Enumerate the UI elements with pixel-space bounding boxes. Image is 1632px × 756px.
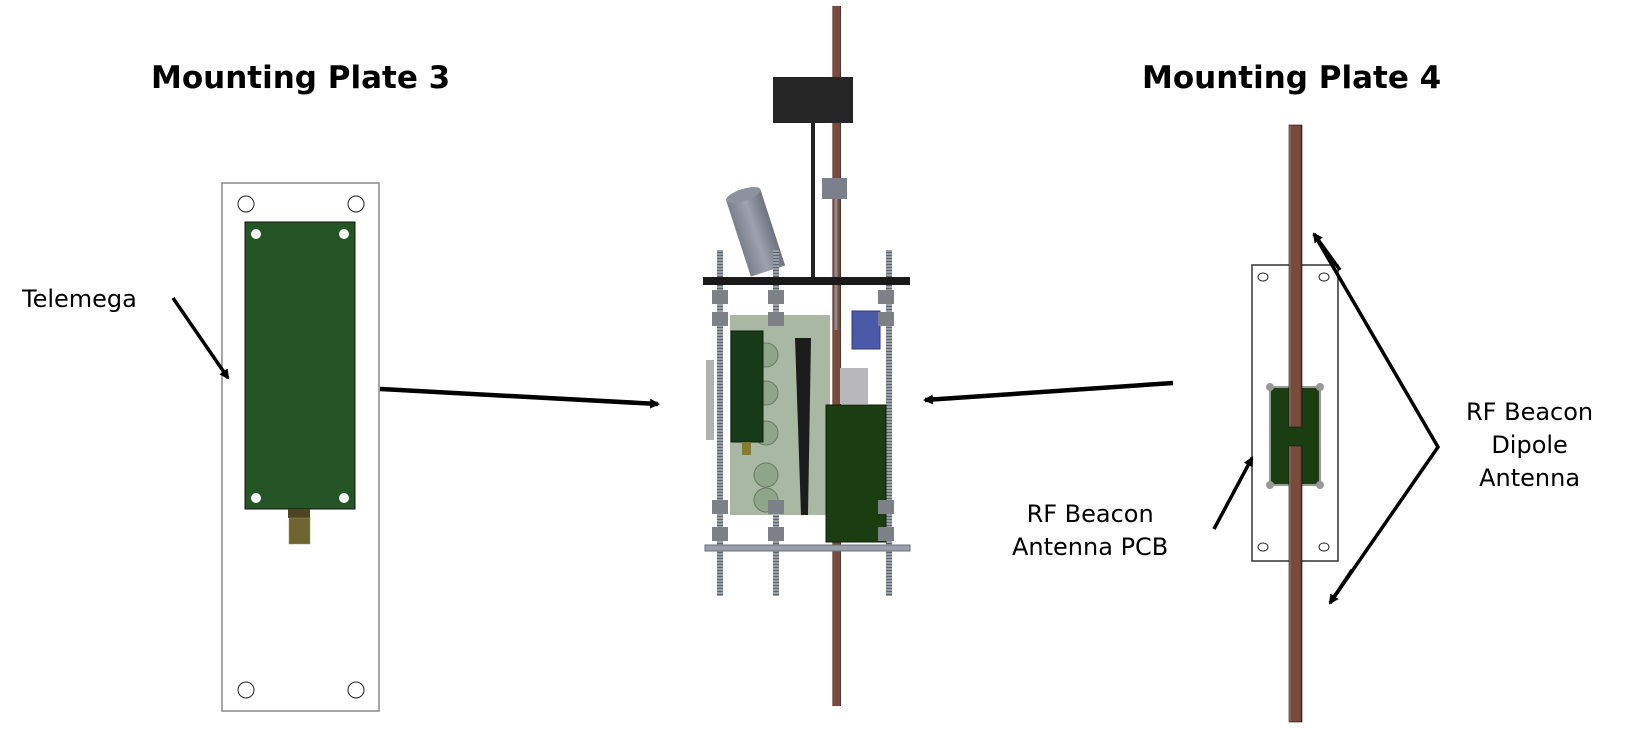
sma-connector-base xyxy=(288,509,310,518)
cylinder-part xyxy=(726,186,786,277)
rod-collar xyxy=(822,178,847,199)
telemega-arrow xyxy=(171,297,230,380)
label-line: Antenna xyxy=(1479,464,1581,492)
dipole-bracket-line xyxy=(1312,233,1441,604)
label-line: RF Beacon xyxy=(1026,500,1154,528)
mount-hole xyxy=(1257,272,1269,282)
black-antenna xyxy=(795,338,811,515)
title-mounting-plate-4: Mounting Plate 4 xyxy=(1142,60,1442,96)
label-telemega: Telemega xyxy=(22,285,137,313)
mount-hole xyxy=(347,195,365,213)
mount-hole xyxy=(347,681,365,699)
mount-hole xyxy=(1318,542,1330,552)
label-line: RF Beacon xyxy=(1466,398,1594,426)
standoffs xyxy=(706,290,894,541)
mounting-plate-3 xyxy=(221,182,380,712)
mount-hole xyxy=(1257,542,1269,552)
top-bulkhead xyxy=(703,277,910,285)
small-green-pcb xyxy=(730,330,764,443)
threaded-rod xyxy=(717,250,723,596)
label-rf-beacon-dipole: RF Beacon Dipole Antenna xyxy=(1466,396,1593,495)
threaded-rod xyxy=(886,250,892,596)
sma-connector xyxy=(288,517,311,545)
telemega-pcb xyxy=(244,221,356,545)
black-block xyxy=(773,77,853,123)
bottom-bulkhead xyxy=(704,544,911,552)
label-rf-beacon-pcb: RF Beacon Antenna PCB xyxy=(1012,498,1168,564)
gray-block xyxy=(840,368,868,404)
dipole-lower-arrow xyxy=(1328,569,1354,605)
mount-hole xyxy=(237,195,255,213)
blue-module xyxy=(851,310,881,350)
plate-4-to-assembly-arrow xyxy=(923,380,1174,405)
rf-beacon-pcb-arrow xyxy=(1212,456,1254,530)
copper-rod xyxy=(832,6,841,706)
mount-hole xyxy=(1318,272,1330,282)
mount-hole xyxy=(237,681,255,699)
large-green-pcb xyxy=(825,404,887,543)
label-line: Dipole xyxy=(1491,431,1568,459)
dipole-upper-element xyxy=(1288,124,1303,428)
label-line: Antenna PCB xyxy=(1012,533,1169,561)
plate-3-to-assembly-arrow xyxy=(379,386,660,409)
dipole-upper-arrow xyxy=(1312,232,1342,272)
title-mounting-plate-3: Mounting Plate 3 xyxy=(151,60,451,96)
dipole-lower-element xyxy=(1288,445,1303,723)
avionics-assembly xyxy=(703,6,911,706)
mounting-plate-4 xyxy=(1251,124,1339,723)
